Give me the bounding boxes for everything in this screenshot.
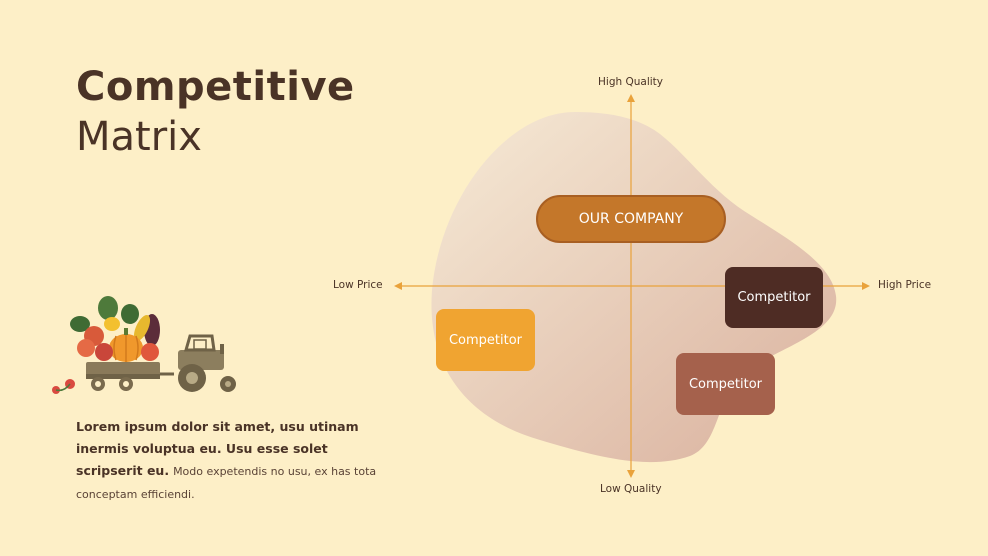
arrow-up-icon bbox=[627, 94, 635, 102]
title-light: Matrix bbox=[76, 114, 202, 160]
tractor-with-vegetables-icon bbox=[52, 296, 236, 394]
arrow-left-icon bbox=[394, 282, 402, 290]
description-bold: Lorem ipsum dolor sit amet, usu utinam i… bbox=[76, 419, 359, 478]
description: Lorem ipsum dolor sit amet, usu utinam i… bbox=[76, 416, 396, 506]
title-bold: Competitive bbox=[76, 64, 355, 110]
our-company-box: OUR COMPANY bbox=[536, 195, 726, 243]
arrow-right-icon bbox=[862, 282, 870, 290]
arrow-down-icon bbox=[627, 470, 635, 478]
competitor-box-orange: Competitor bbox=[436, 309, 535, 371]
axis-label-left: Low Price bbox=[333, 279, 383, 291]
axis-label-bottom: Low Quality bbox=[600, 483, 662, 495]
axis-label-right: High Price bbox=[878, 279, 932, 291]
description-light: Modo expetendis no usu, ex has tota conc… bbox=[76, 465, 377, 501]
competitor-box-brown: Competitor bbox=[676, 353, 775, 415]
competitor-box-dark: Competitor bbox=[725, 267, 823, 328]
axis-label-top: High Quality bbox=[598, 76, 663, 88]
